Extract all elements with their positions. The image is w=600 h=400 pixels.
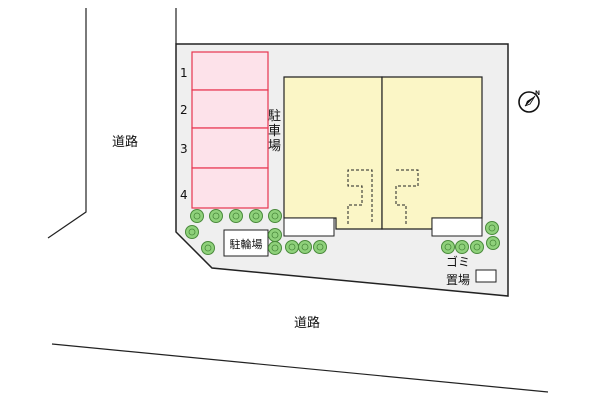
shrub-icon	[485, 221, 499, 235]
shrub-group	[185, 209, 500, 255]
building-unit-left	[283, 76, 383, 230]
shrub-icon	[285, 240, 299, 254]
parking-stall-3	[191, 127, 269, 169]
parking-label-char-2: 車	[268, 124, 281, 139]
shrub-icon	[201, 241, 215, 255]
garbage-label-bottom: 置場	[446, 273, 470, 287]
compass-north-icon: N	[518, 90, 540, 113]
shrub-icon	[313, 240, 327, 254]
shrub-icon	[268, 228, 282, 242]
garbage-label-top: ゴミ	[446, 254, 470, 269]
parking-stall-1	[191, 51, 269, 91]
shrub-icon	[441, 240, 455, 254]
parking-stall-4	[191, 167, 269, 209]
front-box-left	[283, 217, 335, 237]
bicycle-parking-box	[223, 229, 269, 257]
front-box-right	[431, 217, 483, 237]
road-label-west: 道路	[112, 134, 138, 150]
entrance-outline-left	[347, 169, 373, 224]
shrub-icon	[455, 240, 469, 254]
parking-number-2: 2	[180, 103, 188, 117]
building-unit-right	[381, 76, 483, 230]
shrub-icon	[249, 209, 263, 223]
west-road-edge	[47, 8, 87, 239]
shrub-icon	[268, 209, 282, 223]
shrub-icon	[209, 209, 223, 223]
entrance-outline-right	[394, 169, 419, 224]
road-label-south: 道路	[294, 315, 320, 331]
compass-letter: N	[535, 90, 540, 97]
parking-area	[191, 51, 269, 209]
shrub-icon	[268, 241, 282, 255]
garbage-box	[475, 269, 497, 283]
shrub-icon	[298, 240, 312, 254]
south-road-edge	[51, 343, 549, 393]
shrub-icon	[470, 240, 484, 254]
shrub-icon	[486, 236, 500, 250]
shrub-icon	[190, 209, 204, 223]
parking-label-char-3: 場	[268, 139, 281, 154]
bicycle-parking-label: 駐輪場	[230, 237, 263, 251]
building	[283, 76, 483, 230]
shrub-icon	[229, 209, 243, 223]
shrub-icon	[185, 225, 199, 239]
parking-number-1: 1	[180, 66, 188, 80]
parking-number-3: 3	[180, 142, 188, 156]
parking-label-char-1: 駐	[268, 109, 281, 124]
parking-number-4: 4	[180, 188, 188, 202]
parking-stall-2	[191, 89, 269, 129]
